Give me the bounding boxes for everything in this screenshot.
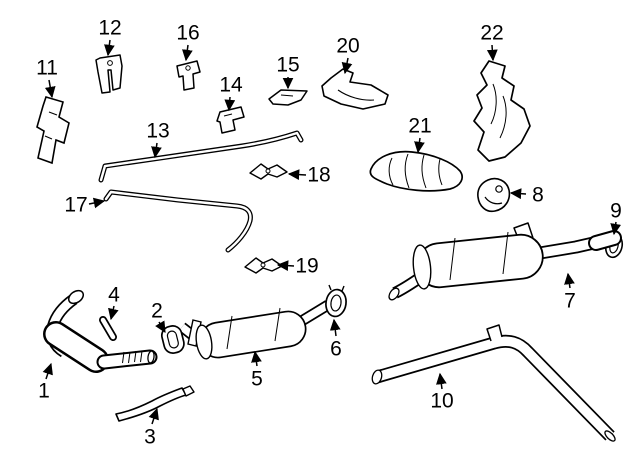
part-20-heat-shield [321,68,389,110]
callout-label-22: 22 [480,21,504,45]
callout-arrow-13 [151,142,162,159]
part-16-hanger [176,60,201,91]
callout-arrow-6 [329,318,341,337]
callout-arrow-12 [103,39,115,57]
callout-arrow-22 [486,44,498,62]
callout-arrow-3 [148,407,159,425]
callout-label-15: 15 [276,53,300,77]
callout-label-7: 7 [564,289,576,313]
part-17-rod [103,189,253,253]
callout-label-18: 18 [307,163,331,187]
callout-arrow-16 [181,44,193,62]
part-22-heat-shield [473,60,531,162]
callout-arrows [42,39,622,425]
part-19-clip [244,257,283,274]
callout-arrow-20 [341,57,353,75]
part-18-clip [249,163,288,180]
callout-label-12: 12 [98,16,122,40]
callout-arrow-11 [44,79,56,99]
callout-arrow-9 [610,221,622,236]
callout-arrow-4 [108,305,119,321]
callout-label-6: 6 [330,337,342,361]
callout-label-21: 21 [408,114,432,138]
callout-label-1: 1 [38,379,50,403]
callout-label-3: 3 [144,425,156,449]
part-11-bracket [36,96,70,165]
callout-label-17: 17 [64,193,88,217]
callout-label-10: 10 [430,389,454,413]
callout-arrow-7 [564,272,575,289]
part-1-front-pipe [43,289,158,373]
callout-label-5: 5 [251,367,263,391]
callout-arrow-5 [251,350,262,367]
part-21-heat-shield [369,150,463,192]
part-8-insulator [477,177,511,213]
part-10-tailpipe [371,324,616,442]
part-5-center-muffler [178,300,331,360]
callout-label-9: 9 [610,199,622,223]
part-15-clip [268,89,308,106]
callout-arrow-19 [276,260,295,272]
callout-arrow-10 [435,372,447,390]
callout-label-8: 8 [532,183,544,207]
part-4-pin [99,316,117,341]
part-7-rear-muffler [388,222,622,301]
part-2-clamp [160,325,185,354]
callout-arrow-2 [155,320,166,334]
part-12-hanger [95,54,123,94]
callout-label-19: 19 [295,254,319,278]
callout-arrow-8 [509,188,527,200]
callout-label-14: 14 [219,73,243,97]
callout-arrow-1 [42,362,53,380]
callout-label-20: 20 [336,34,360,58]
callout-arrow-17 [88,197,106,209]
part-14-bracket [216,106,245,134]
part-6-clamp [325,284,347,318]
part-13-rod [98,130,304,183]
callout-label-2: 2 [151,299,163,323]
callout-label-16: 16 [176,21,200,45]
callout-arrow-14 [224,96,236,112]
callout-label-13: 13 [146,119,170,143]
callout-arrow-21 [414,137,425,154]
callout-arrow-18 [287,169,307,180]
callout-label-11: 11 [36,56,58,80]
callout-label-4: 4 [108,283,120,307]
